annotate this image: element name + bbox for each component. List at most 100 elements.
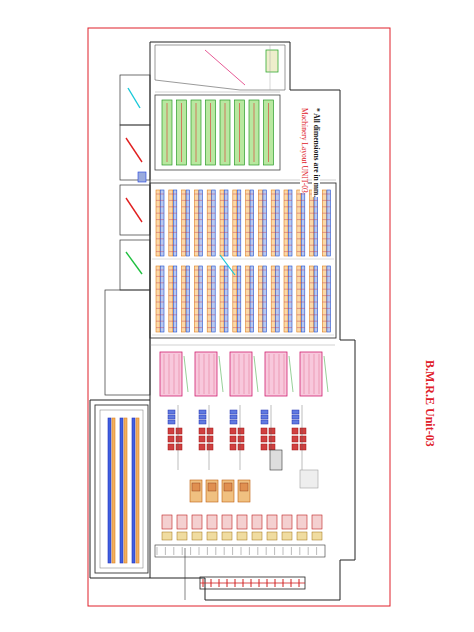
- spindle-mark: [271, 276, 279, 277]
- spindle-mark: [284, 302, 292, 303]
- spindle-mark: [297, 289, 305, 290]
- machine-box: [312, 515, 322, 529]
- spindle-mark: [182, 238, 190, 239]
- spindle-mark: [284, 327, 292, 328]
- spindle-mark: [310, 238, 318, 239]
- spindle-mark: [194, 226, 202, 227]
- spindle-mark: [258, 302, 266, 303]
- spindle-mark: [207, 295, 215, 296]
- machine-frame: [186, 190, 190, 256]
- sheet-border: [88, 28, 390, 606]
- drawing-line: [291, 547, 292, 555]
- spindle-mark: [271, 321, 279, 322]
- spindle-mark: [258, 232, 266, 233]
- spindle-mark: [310, 314, 318, 315]
- machine-frame: [220, 100, 230, 165]
- hatch-line: [209, 354, 210, 394]
- spindle-mark: [220, 289, 228, 290]
- spindle-mark: [258, 194, 266, 195]
- spindle-mark: [284, 194, 292, 195]
- spindle-mark: [169, 321, 177, 322]
- spindle-mark: [310, 251, 318, 252]
- spindle-mark: [322, 206, 330, 207]
- spindle-mark: [310, 327, 318, 328]
- spindle-mark: [310, 219, 318, 220]
- marker-line: [128, 88, 140, 108]
- spindle-mark: [271, 200, 279, 201]
- hatch-line: [269, 354, 270, 394]
- spindle-mark: [310, 213, 318, 214]
- machine-box: [230, 352, 252, 396]
- machine-box: [297, 515, 307, 529]
- layout-heading: Machinery Layout UNIT-03: [301, 108, 309, 193]
- spindle-mark: [246, 238, 254, 239]
- machine-box: [192, 532, 202, 540]
- machine-frame: [263, 266, 267, 332]
- hatch-line: [239, 354, 240, 394]
- spindle-mark: [207, 270, 215, 271]
- machine-symbol: [208, 483, 216, 491]
- drawing-line: [181, 103, 182, 162]
- spindle-mark: [284, 289, 292, 290]
- drawing-line: [249, 547, 250, 555]
- spindle-mark: [169, 289, 177, 290]
- dimension-line: [340, 185, 341, 335]
- spindle-mark: [220, 213, 228, 214]
- hatch-line: [244, 354, 245, 394]
- spindle-mark: [271, 226, 279, 227]
- machine-symbol: [230, 410, 237, 414]
- spindle-mark: [297, 308, 305, 309]
- machine-symbol: [269, 428, 275, 434]
- machine-box: [265, 352, 287, 396]
- spindle-mark: [156, 270, 164, 271]
- spindle-mark: [284, 321, 292, 322]
- spindle-mark: [182, 226, 190, 227]
- spindle-mark: [246, 219, 254, 220]
- spindle-mark: [310, 226, 318, 227]
- rack-bar: [132, 418, 135, 563]
- machine-symbol: [292, 428, 298, 434]
- machine-frame: [289, 266, 293, 332]
- hatch-line: [214, 354, 215, 394]
- layout-title: B.M.R.E Unit-03: [424, 360, 436, 447]
- spindle-mark: [182, 232, 190, 233]
- machine-box: [270, 450, 282, 470]
- machine-frame: [161, 266, 165, 332]
- machine-box: [222, 532, 232, 540]
- spindle-mark: [310, 289, 318, 290]
- spindle-mark: [207, 213, 215, 214]
- drawing-line: [178, 405, 179, 470]
- spindle-mark: [182, 289, 190, 290]
- spindle-mark: [156, 302, 164, 303]
- spindle-mark: [258, 282, 266, 283]
- spindle-mark: [207, 314, 215, 315]
- machine-frame: [327, 190, 331, 256]
- drawing-line: [182, 547, 183, 555]
- spindle-mark: [156, 213, 164, 214]
- spindle-mark: [156, 314, 164, 315]
- spindle-mark: [233, 302, 241, 303]
- spindle-mark: [182, 194, 190, 195]
- drawing-line: [224, 547, 225, 555]
- hatch-line: [164, 354, 165, 394]
- spindle-mark: [246, 302, 254, 303]
- spindle-mark: [207, 282, 215, 283]
- spindle-mark: [156, 200, 164, 201]
- spindle-mark: [322, 270, 330, 271]
- drawing-line: [254, 103, 255, 162]
- spindle-mark: [156, 226, 164, 227]
- spindle-mark: [297, 302, 305, 303]
- spindle-mark: [207, 226, 215, 227]
- marker-line: [126, 198, 142, 222]
- spindle-mark: [297, 200, 305, 201]
- machine-symbol: [230, 444, 236, 450]
- machine-symbol: [199, 436, 205, 442]
- spindle-mark: [284, 232, 292, 233]
- spindle-mark: [233, 206, 241, 207]
- spindle-mark: [246, 251, 254, 252]
- spindle-mark: [297, 219, 305, 220]
- spindle-mark: [310, 270, 318, 271]
- spindle-mark: [310, 321, 318, 322]
- spindle-mark: [220, 251, 228, 252]
- spindle-mark: [220, 282, 228, 283]
